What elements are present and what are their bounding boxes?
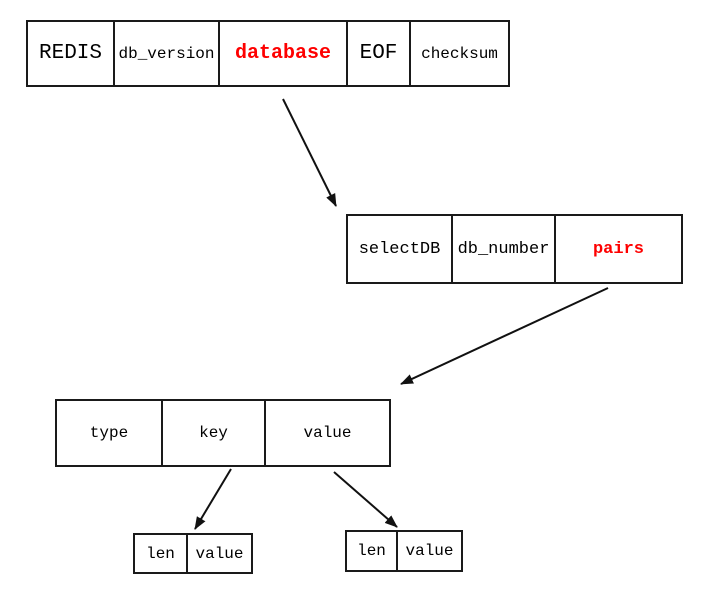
database-section-row: selectDB db_number pairs: [346, 214, 683, 284]
cell-db-version: db_version: [113, 20, 220, 87]
cell-redis: REDIS: [26, 20, 115, 87]
cell-value-len: len: [345, 530, 398, 572]
cell-pairs: pairs: [554, 214, 683, 284]
arrow-database-to-selectdb: [282, 98, 337, 207]
arrow-key-to-key-detail: [194, 468, 232, 530]
pair-structure-row: type key value: [55, 399, 391, 467]
cell-value: value: [264, 399, 391, 467]
arrow-value-to-value-detail: [333, 471, 398, 528]
cell-type: type: [55, 399, 163, 467]
cell-checksum: checksum: [409, 20, 510, 87]
cell-key: key: [161, 399, 266, 467]
rdb-file-row: REDIS db_version database EOF checksum: [26, 20, 510, 87]
key-detail-row: len value: [133, 533, 253, 574]
cell-selectdb: selectDB: [346, 214, 453, 284]
cell-key-value: value: [186, 533, 253, 574]
arrow-pairs-to-pair-row: [400, 287, 609, 385]
cell-key-len: len: [133, 533, 188, 574]
cell-database: database: [218, 20, 348, 87]
cell-value-value: value: [396, 530, 463, 572]
cell-eof: EOF: [346, 20, 411, 87]
value-detail-row: len value: [345, 530, 463, 572]
cell-db-number: db_number: [451, 214, 556, 284]
